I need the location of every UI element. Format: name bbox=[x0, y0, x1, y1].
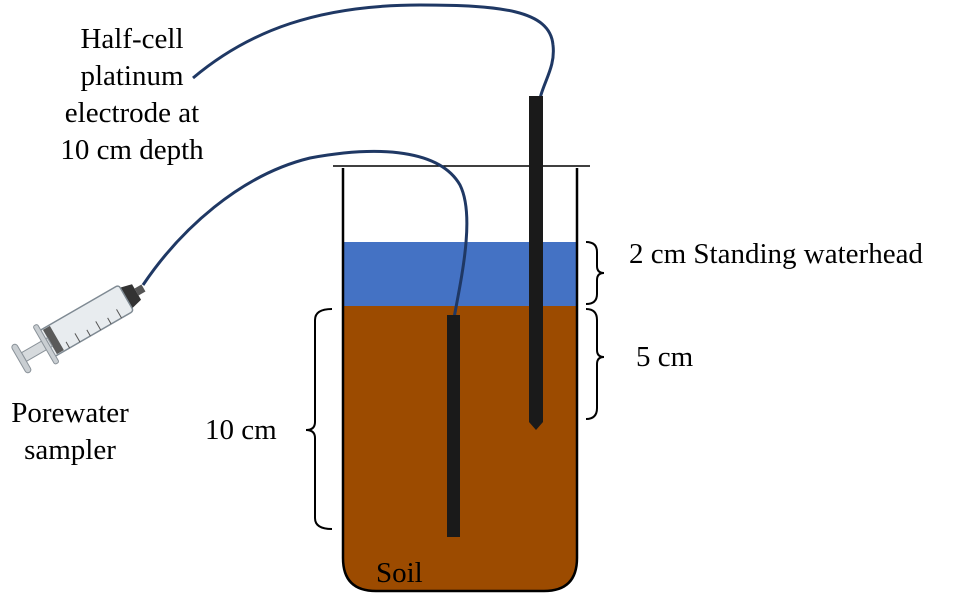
syringe-icon bbox=[11, 284, 146, 374]
sampler-label-line2: sampler bbox=[24, 434, 116, 466]
electrode-label-line1: Half-cell bbox=[80, 23, 184, 55]
sampler-depth-brace bbox=[305, 308, 333, 530]
water-depth-label: 2 cm Standing waterhead bbox=[629, 238, 923, 270]
electrode-label-line3: electrode at bbox=[64, 97, 200, 129]
electrode-depth-brace bbox=[585, 308, 605, 420]
electrode-wire bbox=[192, 3, 555, 111]
electrode-label-line2: platinum bbox=[80, 60, 184, 92]
sampler-tubing bbox=[141, 150, 469, 319]
sampler-label-line1: Porewater bbox=[11, 397, 129, 429]
electrode-rod bbox=[529, 96, 543, 430]
water-depth-brace bbox=[585, 241, 605, 305]
sampler-depth-label: 10 cm bbox=[205, 414, 277, 446]
beaker-outline bbox=[341, 168, 579, 593]
electrode-label-line4: 10 cm depth bbox=[60, 134, 204, 166]
soil-label: Soil bbox=[376, 557, 423, 589]
electrode-depth-label: 5 cm bbox=[636, 341, 694, 373]
sampler-rod bbox=[447, 315, 460, 537]
